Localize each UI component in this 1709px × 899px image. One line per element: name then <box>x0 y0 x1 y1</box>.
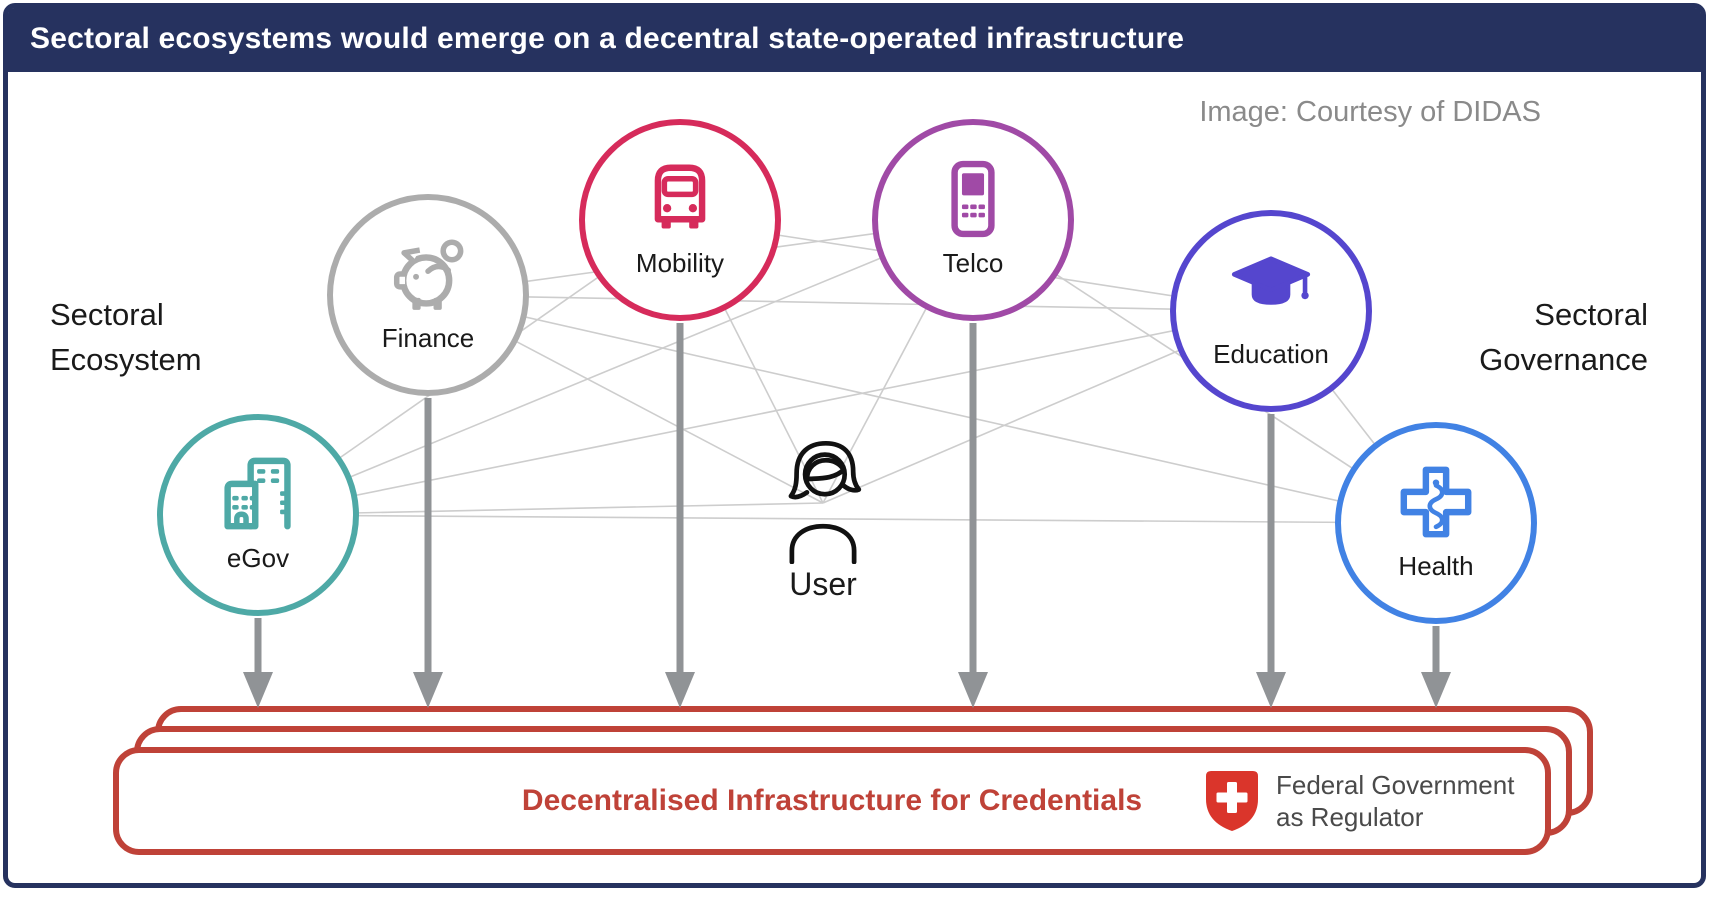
left-label-line2: Ecosystem <box>50 342 202 377</box>
egov-circle: eGov <box>157 414 359 616</box>
medical-cross-icon <box>1400 466 1472 538</box>
right-label-line2: Governance <box>1479 342 1648 377</box>
node-egov: eGov <box>157 414 359 616</box>
health-circle: Health <box>1335 422 1537 624</box>
user-figure: User <box>753 432 893 603</box>
swiss-shield-icon <box>1206 771 1258 831</box>
regulator-line2: as Regulator <box>1276 802 1424 832</box>
telco-circle: Telco <box>872 119 1074 321</box>
education-circle: Education <box>1170 210 1372 412</box>
infrastructure-box-front: Decentralised Infrastructure for Credent… <box>113 747 1551 855</box>
finance-circle: Finance <box>327 194 529 396</box>
regulator-line1: Federal Government <box>1276 770 1515 800</box>
node-label-mobility: Mobility <box>635 248 725 278</box>
right-label-line1: Sectoral <box>1534 297 1648 332</box>
diagram-canvas: Sectoral ecosystems would emerge on a de… <box>3 3 1706 888</box>
node-label-finance: Finance <box>381 323 475 353</box>
government-building-icon <box>224 457 291 530</box>
node-finance: Finance <box>327 194 529 396</box>
left-section-label: Sectoral Ecosystem <box>50 292 202 382</box>
header-bar: Sectoral ecosystems would emerge on a de… <box>8 8 1701 72</box>
node-telco: Telco <box>872 119 1074 321</box>
infrastructure-title: Decentralised Infrastructure for Credent… <box>521 784 1143 817</box>
regulator-label: Federal Government as Regulator <box>1276 769 1514 833</box>
node-label-telco: Telco <box>942 248 1004 278</box>
node-mobility: Mobility <box>579 119 781 321</box>
left-label-line1: Sectoral <box>50 297 164 332</box>
page-title: Sectoral ecosystems would emerge on a de… <box>30 22 1185 55</box>
bus-icon <box>654 164 706 229</box>
piggy-bank-icon <box>393 239 464 310</box>
user-label: User <box>789 566 857 602</box>
mobile-phone-icon <box>951 160 995 238</box>
image-credit: Image: Courtesy of DIDAS <box>1199 96 1541 128</box>
right-section-label: Sectoral Governance <box>1479 292 1648 382</box>
node-label-egov: eGov <box>226 543 290 573</box>
node-education: Education <box>1170 210 1372 412</box>
mobility-circle: Mobility <box>579 119 781 321</box>
person-icon <box>788 440 862 564</box>
node-label-education: Education <box>1213 339 1329 369</box>
graduation-cap-icon <box>1231 256 1311 305</box>
regulator-group: Federal Government as Regulator <box>1204 769 1514 833</box>
node-label-health: Health <box>1398 551 1474 581</box>
node-health: Health <box>1335 422 1537 624</box>
